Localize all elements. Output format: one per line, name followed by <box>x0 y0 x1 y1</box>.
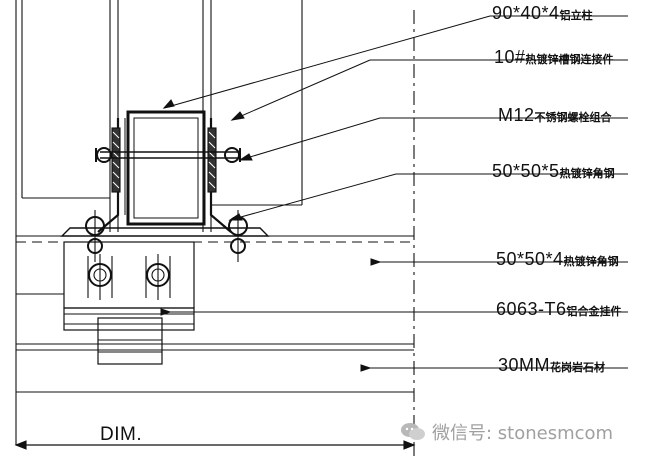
steel-channel-connector <box>126 110 206 226</box>
wechat-icon <box>401 423 425 440</box>
m12-bolt <box>95 147 241 163</box>
label-angle-4: 50*50*4热镀锌角钢 <box>496 250 619 269</box>
slot-bolt-right <box>145 254 171 300</box>
dimension-label: DIM. <box>100 424 143 445</box>
label-mullion-desc: 铝立柱 <box>559 9 593 22</box>
aluminum-hanger <box>63 307 195 365</box>
base-bolt-left <box>85 210 105 262</box>
granite-panel <box>16 343 414 393</box>
label-mullion-spec: 90*40*4 <box>492 3 560 23</box>
label-hanger-spec: 6063-T6 <box>496 299 567 319</box>
label-granite: 30MM花岗岩石材 <box>498 356 605 375</box>
label-angle-4-desc: 热镀锌角钢 <box>563 255 619 268</box>
label-angle-5-spec: 50*50*5 <box>492 161 560 181</box>
label-hanger: 6063-T6铝合金挂件 <box>496 300 622 319</box>
label-bolt: M12不锈钢螺栓组合 <box>498 106 612 125</box>
label-bolt-desc: 不锈钢螺栓组合 <box>534 111 612 124</box>
label-angle-5-desc: 热镀锌角钢 <box>559 167 615 180</box>
lower-angle-steel <box>16 241 195 309</box>
label-channel: 10#热镀锌槽钢连接件 <box>494 48 614 67</box>
label-angle-4-spec: 50*50*4 <box>496 249 564 269</box>
slot-bolt-left <box>87 254 113 300</box>
leader-lines <box>160 15 628 372</box>
label-hanger-desc: 铝合金挂件 <box>566 305 622 318</box>
dimension-line <box>14 10 416 460</box>
watermark: 微信号: stonesmcom <box>400 419 613 445</box>
label-mullion: 90*40*4铝立柱 <box>492 4 593 23</box>
aluminum-mullion <box>21 0 303 232</box>
label-angle-5: 50*50*5热镀锌角钢 <box>492 162 615 181</box>
label-granite-desc: 花岗岩石材 <box>550 361 606 374</box>
label-channel-desc: 热镀锌槽钢连接件 <box>525 53 614 66</box>
base-angle-plate <box>16 227 414 243</box>
label-bolt-spec: M12 <box>498 105 535 125</box>
watermark-text: 微信号: stonesmcom <box>432 423 614 444</box>
label-channel-spec: 10# <box>494 47 526 67</box>
label-granite-spec: 30MM <box>498 355 551 375</box>
bolt-washers <box>111 127 217 193</box>
